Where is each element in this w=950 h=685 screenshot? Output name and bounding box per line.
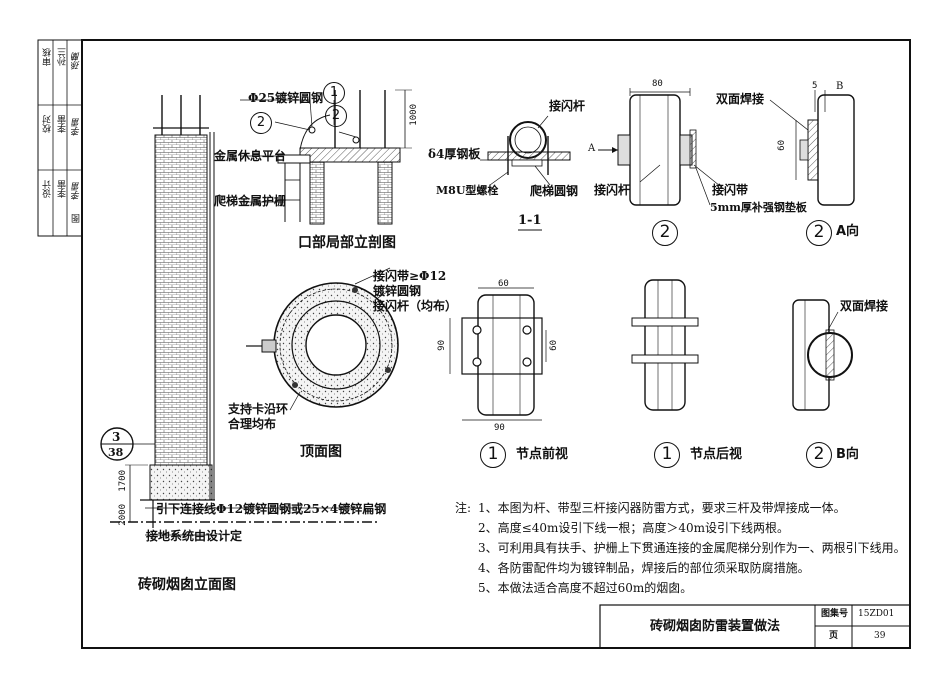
label-rest-platform: 金属休息平台 [214,149,287,163]
label-grounding: 接地系统由设计定 [146,529,243,543]
side-name-design: 李雷 [58,180,68,198]
label-ladder-round-steel: 爬梯圆钢 [530,184,579,198]
side-label-figure: 图 [72,214,82,223]
side-sign-design: 李雷 [72,182,82,200]
label-double-weld-b: 双面焊接 [840,299,889,313]
detail-mark-2-right: 2 [325,105,347,127]
label-round-steel-25: Φ25镀锌圆钢 [248,91,324,105]
label-ladder-guard: 爬梯金属护栅 [214,194,287,208]
label-support-line1: 支持卡沿环 [228,402,289,416]
caption-node2-a: A向 [836,224,860,239]
dim-1000: 1000 [409,104,419,126]
detail-mark-1-top: 1 [323,82,345,104]
label-band-line2: 镀锌圆钢 [373,284,422,298]
notes-prefix: 注: [455,501,472,515]
dim-90-left: 90 [437,340,447,351]
side-sign-review: 孫蘭 [72,52,82,70]
title-block-main-title: 砖砌烟囱防雷装置做法 [650,619,781,634]
note-item-2: 2、高度≤40m设引下线一根；高度＞40m设引下线两根。 [478,521,789,535]
dim-60-right: 60 [549,340,559,351]
note-item-5: 5、本做法适合高度不超过60m的烟囱。 [478,581,693,595]
detail-mark-2-left: 2 [250,112,272,134]
caption-node2-b: B向 [836,447,859,462]
label-band-line3: 接闪杆（均布） [373,299,458,313]
detail-mark-1-back: 1 [654,442,680,468]
label-air-rod-node2: 接闪杆 [594,183,631,197]
detail-mark-2-b: 2 [806,442,832,468]
detail-mark-2-a: 2 [806,220,832,246]
label-down-conductor: 引下连接线Φ12镀锌圆钢或25×4镀锌扁钢 [156,502,387,516]
side-name-check: 李雷 [58,115,68,133]
title-block-page-label: 页 [829,631,839,641]
caption-elevation: 砖砌烟囱立面图 [138,577,236,593]
side-label-check: 校对 [43,115,53,133]
label-steel-plate: δ4厚钢板 [428,147,481,161]
side-label-design: 设计 [43,180,53,198]
detail-mark-1-front: 1 [480,442,506,468]
title-block-page-number: 39 [874,631,886,641]
label-m8u-bolt: M8U型螺栓 [436,184,499,197]
section-ref-bottom: 38 [108,446,124,459]
caption-plan: 顶面图 [300,444,342,460]
label-air-rod-11: 接闪杆 [549,99,586,113]
caption-section-11: 1-1 [518,213,542,228]
arrow-b-label: B [836,81,844,92]
note-item-4: 4、各防雷配件均为镀锌制品，焊接后的部位须采取防腐措施。 [478,561,810,575]
dim-60-top: 60 [498,279,509,289]
label-band-line1: 接闪带≥Φ12 [373,269,447,283]
label-pad-plate: 5mm厚补强钢垫板 [710,201,807,214]
side-name-review: 孙兰 [58,48,68,66]
label-support-line2: 合理均布 [228,417,277,431]
dim-60-side: 60 [777,140,787,151]
dim-5: 5 [812,81,818,91]
caption-section-top: 口部局部立剖图 [298,235,396,251]
caption-node1-front: 节点前视 [516,447,569,462]
title-block-atlas-label: 图集号 [821,609,849,619]
dim-90-bottom: 90 [494,423,505,433]
detail-mark-2-node: 2 [652,220,678,246]
side-sign-check: 李雷 [72,118,82,136]
note-item-3: 3、可利用具有扶手、护栅上下贯通连接的金属爬梯分别作为一、两根引下线用。 [478,541,906,555]
dim-2000: 2000 [118,504,128,526]
arrow-a-label: A [588,143,596,154]
title-block-atlas-number: 15ZD01 [858,609,895,619]
side-label-review: 审核 [43,48,53,66]
dim-80: 80 [652,79,663,89]
label-double-weld-a: 双面焊接 [716,92,765,106]
section-ref-top: 3 [112,430,121,444]
note-item-1: 1、本图为杆、带型三杆接闪器防雷方式，要求三杆及带焊接成一体。 [478,501,846,515]
label-air-band: 接闪带 [712,183,749,197]
caption-node1-back: 节点后视 [690,447,743,462]
dim-1700: 1700 [118,470,128,492]
